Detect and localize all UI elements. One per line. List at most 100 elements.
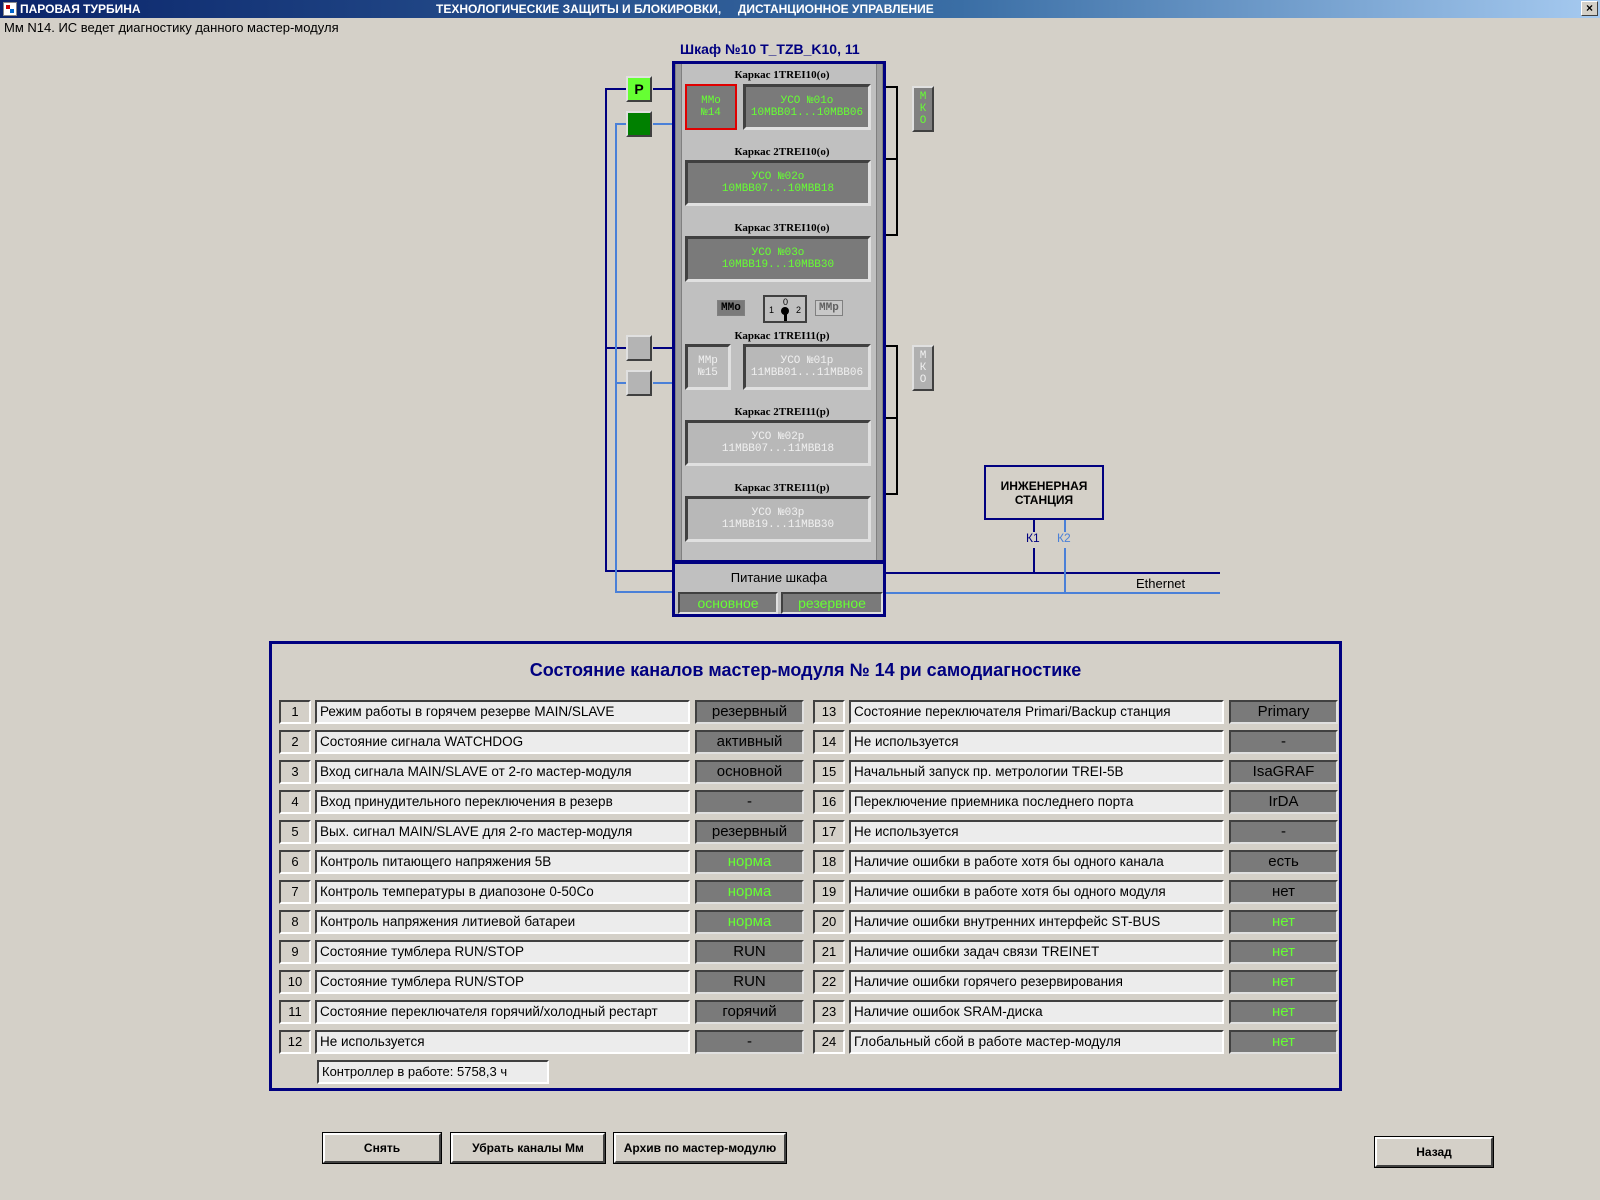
uso-module-02p[interactable]: УСО №02р 11МВВ07...11МВВ18 <box>685 420 871 466</box>
cabinet: Каркас 1TREI10(о) ММо №14 УСО №01о 10МВВ… <box>672 61 886 563</box>
k2-line <box>1064 548 1066 594</box>
module-line: 10МВВ07...10МВВ18 <box>721 183 835 195</box>
diag-row-number: 7 <box>279 880 311 904</box>
diag-row-value[interactable]: основной <box>695 760 804 784</box>
link-line-1 <box>605 88 627 90</box>
diag-row-label: Состояние тумблера RUN/STOP <box>315 940 690 964</box>
rack-label: Каркас 1TREI11(р) <box>734 330 830 342</box>
master-module-mmo[interactable]: ММо №14 <box>685 84 737 130</box>
diag-row-label: Переключение приемника последнего порта <box>849 790 1224 814</box>
diag-row-value[interactable]: - <box>695 790 804 814</box>
diag-row-label: Глобальный сбой в работе мастер-модуля <box>849 1030 1224 1054</box>
diag-row-value[interactable]: нет <box>1229 1030 1338 1054</box>
rack-label: Каркас 1TREI10(о) <box>734 69 830 81</box>
window-subtitle: ТЕХНОЛОГИЧЕСКИЕ ЗАЩИТЫ И БЛОКИРОВКИ, ДИС… <box>436 2 934 16</box>
diag-row-label: Наличие ошибки в работе хотя бы одного к… <box>849 850 1224 874</box>
uso-module-03p[interactable]: УСО №03р 11МВВ19...11МВВ30 <box>685 496 871 542</box>
mko-module-main[interactable]: М К О <box>912 86 934 132</box>
module-line: УСО №02о <box>751 171 805 183</box>
switch-label-mmp: ММр <box>815 300 843 316</box>
diag-row-value[interactable]: норма <box>695 850 804 874</box>
ethernet-label: Ethernet <box>1136 576 1186 591</box>
uso-module-01p[interactable]: УСО №01р 11МВВ01...11МВВ06 <box>743 344 871 390</box>
close-button[interactable]: × <box>1581 1 1598 16</box>
link-indicator[interactable] <box>626 111 652 137</box>
diagnostics-title: Состояние каналов мастер-модуля № 14 ри … <box>529 660 1082 680</box>
diag-row-label: Состояние тумблера RUN/STOP <box>315 970 690 994</box>
diag-row-label: Контроль напряжения литиевой батареи <box>315 910 690 934</box>
rack-link-bracket <box>884 345 898 495</box>
diag-row-value[interactable]: нет <box>1229 880 1338 904</box>
module-line: 10МВВ01...10МВВ06 <box>750 107 864 119</box>
diag-row-value[interactable]: горячий <box>695 1000 804 1024</box>
diag-row-value[interactable]: есть <box>1229 850 1338 874</box>
master-switch[interactable]: 1 0 2 <box>763 295 807 323</box>
diag-row-value[interactable]: - <box>695 1030 804 1054</box>
back-button[interactable]: Назад <box>1374 1136 1494 1168</box>
primary-indicator[interactable]: P <box>626 76 652 102</box>
diag-row-number: 12 <box>279 1030 311 1054</box>
rack-label: Каркас 3TREI11(р) <box>734 482 830 494</box>
uso-module-01o[interactable]: УСО №01о 10МВВ01...10МВВ06 <box>743 84 871 130</box>
diag-row-value[interactable]: активный <box>695 730 804 754</box>
diag-row-label: Начальный запуск пр. метрологии TREI-5B <box>849 760 1224 784</box>
module-line: УСО №02р <box>751 431 805 443</box>
diag-row-label: Контроль питающего напряжения 5В <box>315 850 690 874</box>
module-line: №15 <box>698 367 718 379</box>
reserve-link-indicator[interactable] <box>626 370 652 396</box>
master-module-mmp[interactable]: ММр №15 <box>685 344 731 390</box>
uso-module-02o[interactable]: УСО №02о 10МВВ07...10МВВ18 <box>685 160 871 206</box>
diag-row-value[interactable]: IsaGRAF <box>1229 760 1338 784</box>
diag-row-number: 22 <box>813 970 845 994</box>
power-reserve-button[interactable]: резервное <box>781 592 883 614</box>
k1-line <box>1033 548 1035 574</box>
diag-row-label: Состояние переключателя Primari/Backup с… <box>849 700 1224 724</box>
diag-row-value[interactable]: нет <box>1229 940 1338 964</box>
diag-row-label: Наличие ошибок SRAM-диска <box>849 1000 1224 1024</box>
diag-row-value[interactable]: нет <box>1229 910 1338 934</box>
archive-button[interactable]: Архив по мастер-модулю <box>613 1132 787 1164</box>
cabinet-power: Питание шкафа основное резервное <box>672 561 886 617</box>
module-line: ММо <box>701 95 721 107</box>
diag-row-value[interactable]: RUN <box>695 970 804 994</box>
remove-button[interactable]: Снять <box>322 1132 442 1164</box>
link-line-1 <box>605 570 672 572</box>
module-line: УСО №03о <box>751 247 805 259</box>
status-line: Мм N14. ИС ведет диагностику данного мас… <box>4 20 339 35</box>
diag-row-value[interactable]: нет <box>1229 970 1338 994</box>
module-line: УСО №01р <box>780 355 834 367</box>
rack-link-bracket <box>884 417 898 419</box>
diag-row-label: Не используется <box>315 1030 690 1054</box>
diag-row-value[interactable]: - <box>1229 820 1338 844</box>
diag-row-label: Наличие ошибки внутренних интерфейс ST-B… <box>849 910 1224 934</box>
diag-row-value[interactable]: RUN <box>695 940 804 964</box>
link-line-1 <box>653 88 672 90</box>
diag-row-number: 18 <box>813 850 845 874</box>
ethernet-line-1 <box>884 572 1220 574</box>
engineering-station[interactable]: ИНЖЕНЕРНАЯ СТАНЦИЯ <box>984 465 1104 520</box>
diag-row-value[interactable]: норма <box>695 880 804 904</box>
diag-row-value[interactable]: резервный <box>695 700 804 724</box>
hide-channels-button[interactable]: Убрать каналы Мм <box>450 1132 606 1164</box>
reserve-indicator[interactable] <box>626 335 652 361</box>
link-line-2 <box>615 382 627 384</box>
diag-row-number: 15 <box>813 760 845 784</box>
diag-row-number: 6 <box>279 850 311 874</box>
diag-row-number: 19 <box>813 880 845 904</box>
rack-label: Каркас 2TREI10(о) <box>734 146 830 158</box>
power-main-button[interactable]: основное <box>678 592 778 614</box>
module-line: УСО №01о <box>780 95 834 107</box>
diag-row-value[interactable]: нет <box>1229 1000 1338 1024</box>
link-line-1 <box>653 347 672 349</box>
diag-row-value[interactable]: норма <box>695 910 804 934</box>
module-line: УСО №03р <box>751 507 805 519</box>
diag-row-value[interactable]: - <box>1229 730 1338 754</box>
mko-module-reserve[interactable]: М К О <box>912 345 934 391</box>
diag-row-number: 10 <box>279 970 311 994</box>
module-line: 11МВВ01...11МВВ06 <box>750 367 864 379</box>
diag-row-value[interactable]: IrDA <box>1229 790 1338 814</box>
diag-row-value[interactable]: резервный <box>695 820 804 844</box>
link-line-2 <box>615 123 627 125</box>
uso-module-03o[interactable]: УСО №03о 10МВВ19...10МВВ30 <box>685 236 871 282</box>
diag-row-value[interactable]: Primary <box>1229 700 1338 724</box>
